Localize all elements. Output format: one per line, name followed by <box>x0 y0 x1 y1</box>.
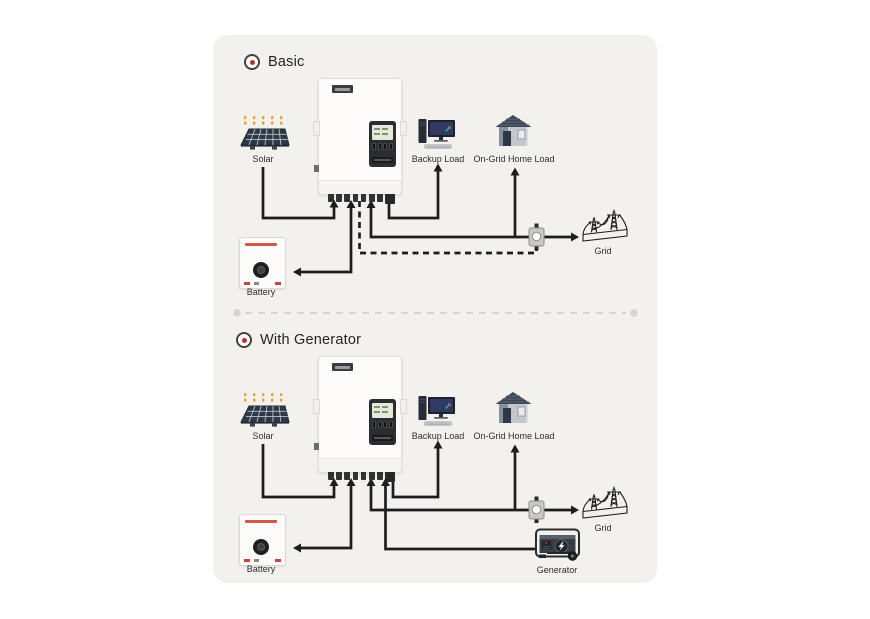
target-bullet-icon <box>236 332 252 348</box>
battery-terminal <box>244 282 250 285</box>
inverter-buttons <box>372 421 393 428</box>
battery-stripe <box>245 520 277 523</box>
inverter-icon <box>313 78 407 204</box>
inverter-terminals <box>328 194 395 204</box>
grid-pylon-icon <box>581 208 629 246</box>
solar-panel-icon <box>236 392 290 430</box>
inverter-display <box>369 121 396 167</box>
target-bullet-icon <box>244 54 260 70</box>
inverter-screen <box>372 125 393 140</box>
grid-pylon-icon <box>581 485 629 523</box>
battery-terminal <box>275 282 281 285</box>
battery-foot <box>254 559 259 562</box>
section-title: With Generator <box>260 332 362 348</box>
battery-stripe <box>245 243 277 246</box>
inverter-mount-tab <box>313 399 320 414</box>
inverter-side-port <box>314 165 319 172</box>
solar-panel-icon <box>236 115 290 153</box>
inverter-bottom-panel <box>319 458 401 472</box>
section-generator-header: With Generator <box>236 332 361 348</box>
inverter-brand-badge <box>332 363 353 371</box>
inverter-terminals <box>328 472 395 482</box>
inverter-side-port <box>314 443 319 450</box>
section-title: Basic <box>268 54 305 70</box>
inverter-label-strip <box>372 157 393 163</box>
inverter-brand-badge <box>332 85 353 93</box>
battery-icon <box>239 514 286 566</box>
section-basic-header: Basic <box>244 54 304 70</box>
generator-label: Generator <box>536 565 578 575</box>
generator-icon <box>534 527 581 563</box>
inverter-mount-tab <box>313 121 320 136</box>
on-grid-home-load-label: On-Grid Home Load <box>473 431 555 441</box>
battery-knob <box>253 262 269 278</box>
computer-backup-load-icon <box>417 394 457 428</box>
inverter-mount-tab <box>400 121 407 136</box>
inverter-label-strip <box>372 435 393 441</box>
battery-label: Battery <box>246 287 276 297</box>
inverter-buttons <box>372 143 393 150</box>
solar-label: Solar <box>252 154 274 164</box>
inverter-mount-tab <box>400 399 407 414</box>
battery-foot <box>254 282 259 285</box>
battery-terminal <box>244 559 250 562</box>
grid-label: Grid <box>594 246 612 256</box>
inverter-icon <box>313 356 407 482</box>
grid-label: Grid <box>594 523 612 533</box>
battery-knob <box>253 539 269 555</box>
inverter-bottom-panel <box>319 180 401 194</box>
solar-label: Solar <box>252 431 274 441</box>
house-load-icon <box>495 113 532 148</box>
backup-load-label: Backup Load <box>411 154 465 164</box>
computer-backup-load-icon <box>417 117 457 151</box>
battery-terminal <box>275 559 281 562</box>
backup-load-label: Backup Load <box>411 431 465 441</box>
battery-icon <box>239 237 286 289</box>
battery-label: Battery <box>246 564 276 574</box>
house-load-icon <box>495 390 532 425</box>
inverter-display <box>369 399 396 445</box>
on-grid-home-load-label: On-Grid Home Load <box>473 154 555 164</box>
inverter-screen <box>372 403 393 418</box>
